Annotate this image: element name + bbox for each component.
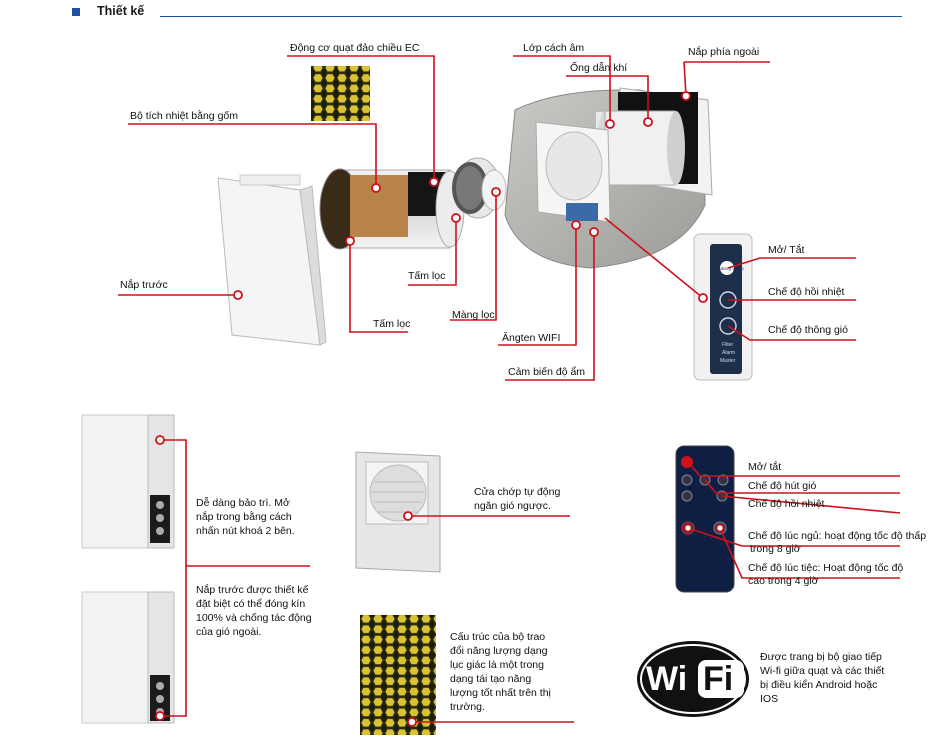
remote-label-hut-gio: Chế độ hút gió [748,480,817,492]
remote-label-hoi-nhiet: Chế độ hồi nhiệt [748,498,825,510]
remote-label-luc-tiec-1: Chế độ lúc tiệc: Hoạt động tốc độ [748,562,904,574]
shutter-device [355,451,441,573]
panel-small-master: Master [720,358,736,364]
header-bullet [72,8,80,16]
panel-small-filter: Filter [722,342,734,348]
remote-label-luc-ngu-1: Chế độ lúc ngủ: hoạt động tốc độ thấp [748,530,927,542]
panel-label-thong-gio: Chế độ thông gió [768,324,848,336]
wifi-logo [637,641,749,717]
label-mang-loc: Màng lọc [452,309,495,321]
cylinder-core [319,168,465,250]
label-angten: Ăngten WIFI [502,332,561,344]
remote-label-mo-tat: Mở/ tắt [748,461,782,473]
panel-label-mo-tat: Mở/ Tắt [768,244,805,256]
label-tam-loc-1: Tấm lọc [408,270,446,282]
honeycomb-sample-large [360,615,436,735]
maintenance-text-1: Dễ dàng bảo trì. Mở nắp trong bằng cách … [196,497,295,537]
maintenance-device-top [81,414,175,549]
page-title: Thiết kế [97,4,145,18]
wifi-text: Được trang bị bộ giao tiếp Wi-fi giữa qu… [760,651,885,705]
remote-label-luc-ngu-2: trong 8 giờ [750,543,801,555]
label-nap-phia-ngoai: Nắp phía ngoài [688,46,760,58]
wall-block [504,87,713,269]
wifi-logo-text-wi: Wi [646,660,688,698]
label-nap-truoc: Nắp trước [120,279,168,291]
label-lop-cach-am: Lớp cách âm [523,42,585,54]
callout-lines [118,55,901,727]
label-cam-bien: Cảm biến độ ẩm [508,366,586,378]
control-panel-device [693,233,753,381]
remote-control [675,445,735,593]
wifi-logo-text-fi: Fi [703,660,734,698]
shutter-text: Cửa chớp tự động ngăn gió ngược. [474,486,561,512]
honeycomb-sample-small [311,66,370,121]
panel-label-hoi-nhiet: Chế độ hồi nhiệt [768,286,845,298]
label-ong-dan-khi: Ống dẫn khí [570,62,628,74]
maintenance-device-bottom [81,591,175,724]
panel-small-alarm: Alarm [722,350,736,356]
label-dong-co: Động cơ quạt đảo chiều EC [290,42,420,54]
remote-label-luc-tiec-2: cao trong 4 giờ [748,575,819,587]
honeycomb-text: Cấu trúc của bộ trao đổi năng lượng dạng… [450,631,551,713]
label-tam-loc-2: Tấm lọc [373,318,411,330]
filter-disc [452,157,507,219]
header-rule [160,16,902,17]
panel-brand: Blauberg Vento [713,266,744,271]
maintenance-text-2: Nắp trước được thiết kế đặt biệt có thể … [196,584,312,638]
label-bo-tich-nhiet: Bộ tích nhiệt bằng gốm [130,110,238,122]
front-cover [217,174,327,346]
